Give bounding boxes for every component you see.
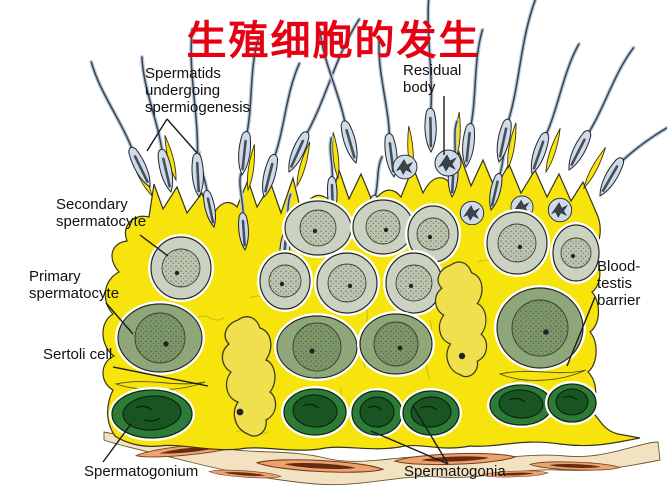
leader-primary-spermatocyte bbox=[105, 302, 134, 335]
leader-spermatids-1 bbox=[146, 118, 168, 152]
cell bbox=[550, 222, 602, 284]
leader-spermatogonia-1 bbox=[370, 430, 449, 465]
cell bbox=[357, 311, 435, 377]
leader-spermatids-2 bbox=[166, 118, 198, 154]
label-secondary-spermatocyte: Secondary spermatocyte bbox=[56, 196, 147, 230]
cell bbox=[115, 301, 205, 375]
label-residual-body: Residual body bbox=[403, 62, 462, 96]
cell bbox=[109, 387, 195, 441]
cell bbox=[400, 388, 462, 438]
label-spermatogonia: Spermatogonia bbox=[404, 463, 506, 480]
basement-membrane bbox=[103, 431, 661, 486]
cell bbox=[545, 381, 599, 425]
cell bbox=[349, 388, 405, 438]
spermatids-undergoing-spermiogenesis bbox=[84, 0, 667, 201]
cell bbox=[282, 198, 354, 258]
leader-lines bbox=[102, 96, 596, 465]
primary-spermatocytes bbox=[115, 285, 586, 381]
label-primary-spermatocyte: Primary spermatocyte bbox=[29, 268, 120, 302]
label-blood-testis-barrier: Blood-testis barrier bbox=[597, 258, 641, 309]
secondary-spermatocytes bbox=[148, 197, 602, 316]
cell bbox=[383, 250, 445, 316]
label-spermatids: Spermatids undergoing spermiogenesis bbox=[145, 65, 251, 116]
leader-sertoli-cell bbox=[112, 366, 209, 387]
cell bbox=[281, 386, 349, 438]
leader-spermatogonia-2 bbox=[412, 405, 449, 465]
cell bbox=[314, 250, 380, 316]
cell bbox=[487, 382, 555, 428]
blood-testis-barrier-junction bbox=[498, 369, 587, 381]
cell bbox=[274, 313, 360, 381]
leader-spermatogonium bbox=[102, 423, 132, 463]
cell bbox=[494, 285, 586, 371]
leader-secondary-spermatocyte bbox=[139, 234, 169, 257]
label-spermatogonium: Spermatogonium bbox=[84, 463, 199, 480]
label-sertoli-cell: Sertoli cell bbox=[43, 346, 113, 363]
cell bbox=[148, 234, 214, 302]
spermatogonia-row bbox=[109, 381, 599, 441]
sertoli-nuclei bbox=[221, 261, 488, 437]
curved-spermatid bbox=[599, 105, 667, 197]
leader-blood-testis-barrier bbox=[566, 296, 596, 367]
cell bbox=[350, 197, 416, 257]
page-title: 生殖细胞的发生 bbox=[186, 18, 481, 64]
cell bbox=[257, 250, 313, 312]
cell bbox=[484, 209, 550, 277]
